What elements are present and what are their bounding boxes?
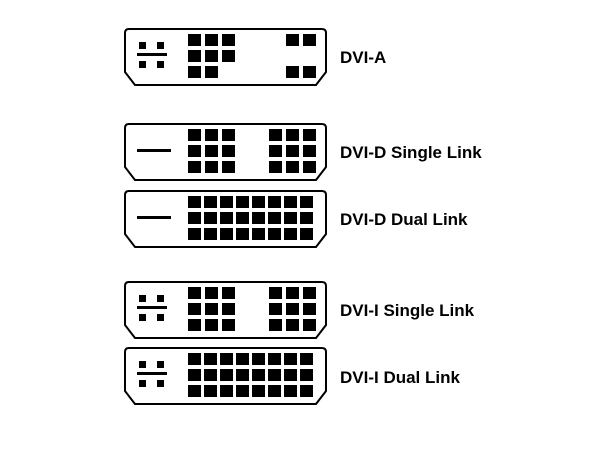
- analog-cross-pins: [137, 42, 167, 68]
- dvi-i-single-connector: [124, 281, 327, 339]
- dvi-d-single-label: DVI-D Single Link: [340, 143, 482, 162]
- pin-grid: [188, 34, 316, 78]
- pin-grid-right: [269, 129, 316, 173]
- flat-pin-bar: [137, 216, 171, 219]
- dvi-a-label: DVI-A: [340, 48, 387, 67]
- pin-grid-left: [188, 287, 235, 331]
- pin-grid-full: [188, 353, 313, 397]
- dvi-i-single-label: DVI-I Single Link: [340, 301, 475, 320]
- dvi-d-dual-connector: [124, 190, 327, 248]
- dvi-d-single-connector: [124, 123, 327, 181]
- dvi-a-connector: [124, 28, 327, 86]
- pin-grid-left: [188, 129, 235, 173]
- dvi-d-dual-label: DVI-D Dual Link: [340, 210, 468, 229]
- dvi-i-dual-connector: [124, 347, 327, 405]
- analog-cross-pins: [137, 361, 167, 387]
- pin-grid-full: [188, 196, 313, 240]
- analog-cross-pins: [137, 295, 167, 321]
- dvi-i-dual-label: DVI-I Dual Link: [340, 368, 460, 387]
- flat-pin-bar: [137, 149, 171, 152]
- pin-grid-right: [269, 287, 316, 331]
